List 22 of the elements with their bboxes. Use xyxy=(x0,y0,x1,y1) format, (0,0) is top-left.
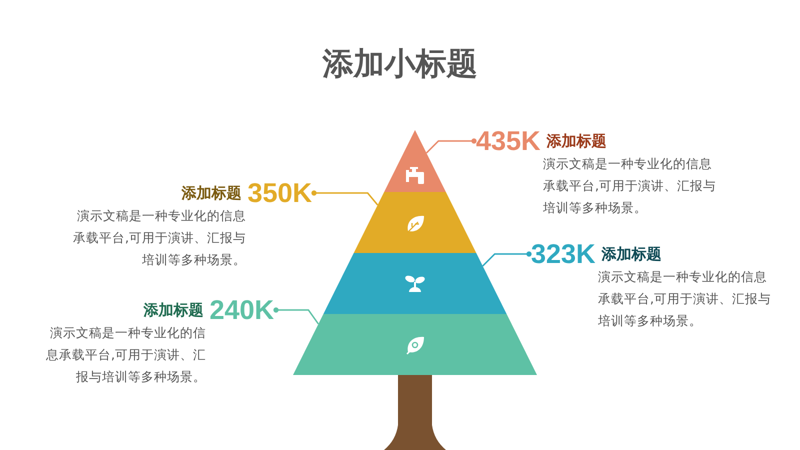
leader-line xyxy=(311,190,378,206)
pyramid-layer xyxy=(323,253,507,314)
leader-line xyxy=(482,251,532,267)
pyramid-top-triangle xyxy=(384,130,446,192)
leader-line xyxy=(426,138,477,154)
value-text: 323K xyxy=(531,240,596,268)
pyramid-layer xyxy=(293,314,537,375)
heading-text: 添加标题 xyxy=(546,131,607,151)
tree-trunk xyxy=(384,375,446,450)
body-text: 演示文稿是一种专业化的信息承载平台,可用于演讲、汇报与培训等多种场景。 xyxy=(45,324,206,386)
pyramid-layer xyxy=(354,192,476,253)
value-text: 240K xyxy=(209,296,274,324)
heading-text: 添加标题 xyxy=(602,244,662,264)
body-text: 演示文稿是一种专业化的信息承载平台,可用于演讲、汇报与培训等多种场景。 xyxy=(543,155,717,217)
value-text: 350K xyxy=(247,179,312,207)
body-text: 演示文稿是一种专业化的信息承载平台,可用于演讲、汇报与培训等多种场景。 xyxy=(72,207,246,269)
leader-line xyxy=(273,307,319,324)
title: 添加小标题 xyxy=(321,45,478,84)
body-text: 演示文稿是一种专业化的信息承载平台,可用于演讲、汇报与培训等多种场景。 xyxy=(598,268,772,330)
heading-text: 添加标题 xyxy=(143,300,204,320)
value-text: 435K xyxy=(476,127,541,155)
heading-text: 添加标题 xyxy=(181,183,242,203)
